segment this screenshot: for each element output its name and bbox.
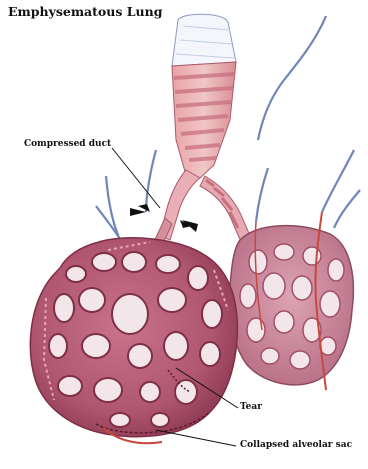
trachea [172,62,236,178]
trachea-top-tube [172,14,236,66]
left-alveolar-cluster [30,238,237,443]
label-tear: Tear [240,402,262,412]
compression-arrow-left-icon [130,204,150,216]
compression-arrow-right-icon [180,220,198,232]
label-compressed-duct: Compressed duct [24,139,111,149]
left-bronchus [152,170,200,250]
label-collapsed-alveolar-sac: Collapsed alveolar sac [240,440,352,450]
diagram-title: Emphysematous Lung [8,4,162,19]
right-bronchus [200,176,252,244]
right-alveolar-cluster [230,226,354,385]
